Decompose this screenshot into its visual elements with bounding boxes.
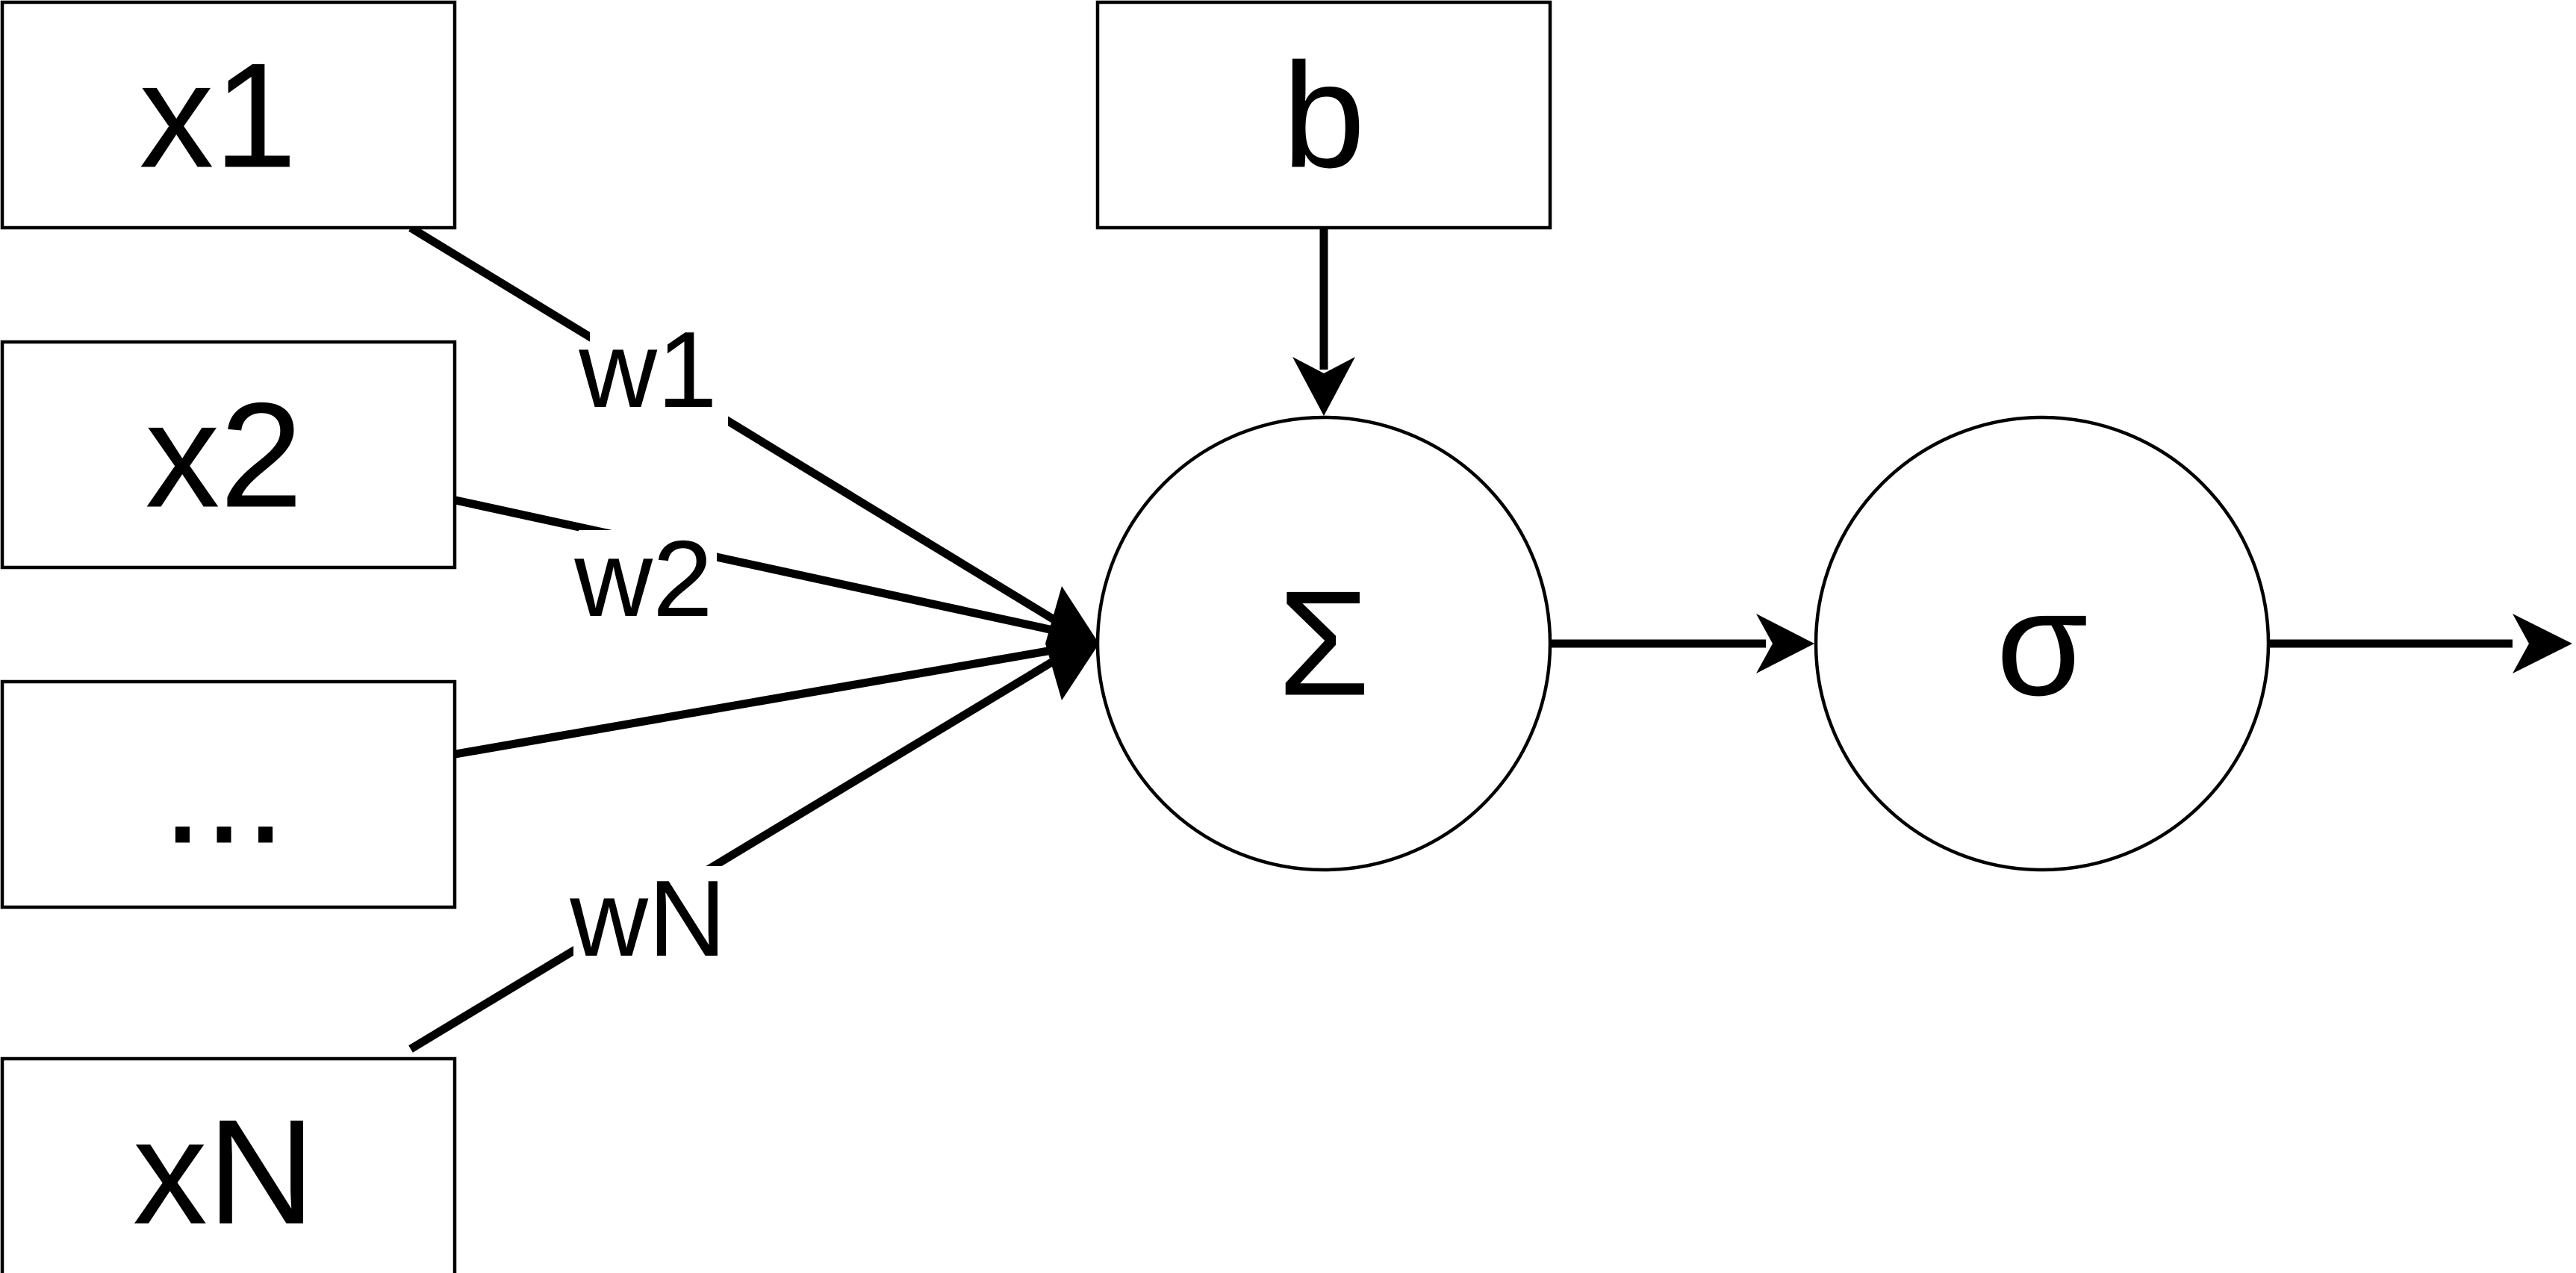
weight-label-w1: w1: [578, 309, 728, 430]
svg-text:Σ: Σ: [1278, 561, 1370, 727]
arrowhead-bias: [1292, 357, 1355, 416]
input-node-x1: x1: [0, 0, 457, 230]
arrowhead-output: [2513, 614, 2572, 673]
svg-text:x1: x1: [139, 33, 296, 199]
svg-text:w2: w2: [573, 518, 712, 639]
input-node-ellipsis: ...: [0, 679, 457, 909]
arrowhead-into-sum: [1045, 586, 1099, 700]
weight-label-wN: wN: [569, 858, 726, 979]
svg-text:σ: σ: [1996, 561, 2088, 727]
edge-xN-to-sum: [408, 653, 1063, 1053]
svg-text:x2: x2: [145, 373, 302, 539]
weight-label-w2: w2: [573, 518, 717, 639]
svg-text:...: ...: [162, 709, 287, 875]
bias-node: b: [1095, 0, 1552, 230]
edge-x2-to-sum: [454, 496, 1058, 635]
edge-x1-to-sum: [408, 224, 1063, 627]
sum-node: Σ: [1095, 415, 1552, 872]
svg-text:w1: w1: [578, 309, 717, 430]
svg-text:b: b: [1282, 33, 1365, 199]
svg-text:wN: wN: [569, 858, 726, 979]
activation-node: σ: [1814, 415, 2271, 872]
input-node-x2: x2: [0, 340, 457, 570]
arrowhead-to-activation: [1756, 614, 1814, 673]
svg-text:xN: xN: [133, 1089, 315, 1256]
input-node-xN: xN: [0, 1056, 457, 1273]
edge-ellipsis-to-sum: [455, 645, 1057, 759]
